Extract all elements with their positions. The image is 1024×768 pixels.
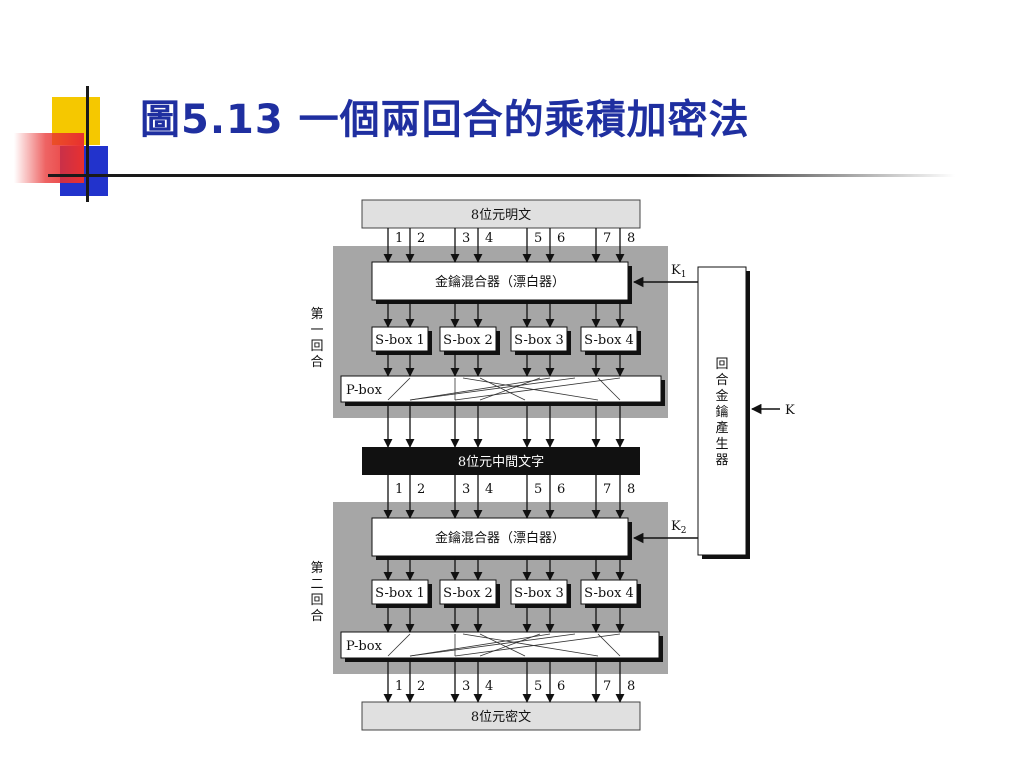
keygen-char: 合 [715, 373, 728, 388]
bit-number-label: 5 [534, 231, 542, 246]
round2-sbox-2-label: S-box 2 [443, 586, 493, 601]
bit-number-label: 2 [417, 482, 425, 497]
keygen-char: 產 [715, 420, 728, 436]
bit-number-label: 7 [603, 482, 611, 497]
intermediate-box [362, 447, 640, 475]
bit-number-label: 3 [462, 231, 470, 246]
round2-sbox-3 [510, 579, 568, 605]
round1-pbox-label: P-box [346, 383, 383, 398]
round2-sbox-2 [439, 579, 497, 605]
round2-sbox-3-label: S-box 3 [514, 586, 564, 601]
keygen-char: 金 [715, 388, 728, 404]
keygen-char: 回 [715, 357, 728, 372]
bit-number-label: 2 [417, 231, 425, 246]
slide-title: 圖5.13 一個兩回合的乘積加密法 [140, 97, 750, 143]
round2-sboxes: S-box 1 S-box 2 S-box 3 S-box 4 [371, 579, 641, 608]
round1-sbox-4 [580, 326, 638, 352]
key-label: K [785, 403, 795, 418]
k1-main: K [671, 263, 681, 278]
key-generator-label: 回 合 金 鑰 產 生 器 [715, 357, 728, 468]
bit-number-label: 7 [603, 231, 611, 246]
bit-number-label: 8 [627, 231, 635, 246]
round1-sbox-1 [371, 326, 429, 352]
k1-label: K1 [671, 263, 686, 280]
round1-sbox-2-label: S-box 2 [443, 333, 493, 348]
round2-pbox [340, 631, 660, 659]
round1-sbox-1-label: S-box 1 [375, 333, 425, 348]
round2-pbox-wires [387, 633, 621, 657]
bit-wires [383, 228, 625, 703]
key-generator-box [697, 266, 747, 556]
round2-char: 二 [310, 577, 323, 592]
round1-char: 回 [310, 339, 323, 354]
round2-mixer-box [371, 517, 629, 557]
round2-sbox-4 [580, 579, 638, 605]
keygen-char: 鑰 [715, 405, 728, 420]
round1-sbox-3 [510, 326, 568, 352]
bit-number-label: 3 [462, 482, 470, 497]
bit-number-label: 3 [462, 679, 470, 694]
round1-char: 合 [310, 355, 323, 370]
keygen-char: 生 [715, 437, 728, 452]
ciphertext-label: 8位元密文 [471, 709, 531, 725]
round1-sbox-2 [439, 326, 497, 352]
round2-pbox-label: P-box [346, 639, 383, 654]
plaintext-label: 8位元明文 [471, 208, 531, 223]
bit-number-label: 4 [485, 482, 493, 497]
round1-char: 第 [310, 307, 323, 322]
k2-label: K2 [671, 519, 686, 536]
plaintext-box [361, 199, 641, 229]
round2-char: 回 [310, 593, 323, 608]
keygen-char: 器 [715, 453, 728, 468]
round1-sbox-4-label: S-box 4 [584, 333, 634, 348]
round2-label: 第 二 回 合 [310, 561, 323, 624]
round1-pbox-wires [387, 377, 621, 401]
bit-number-label: 6 [557, 231, 565, 246]
round1-mixer-box [371, 261, 629, 301]
bit-number-label: 4 [485, 231, 493, 246]
bit-number-label: 6 [557, 679, 565, 694]
round1-sboxes: S-box 1 S-box 2 S-box 3 S-box 4 [371, 326, 641, 355]
round2-sbox-1-label: S-box 1 [375, 586, 425, 601]
round1-char: 一 [310, 323, 323, 338]
round1-label: 第 一 回 合 [310, 307, 323, 370]
bit-number-label: 4 [485, 679, 493, 694]
bit-number-label: 6 [557, 482, 565, 497]
bit-number-label: 1 [395, 231, 403, 246]
title-underline [55, 174, 955, 177]
round2-sbox-4-label: S-box 4 [584, 586, 634, 601]
round2-mixer-label: 金鑰混合器（漂白器） [435, 530, 565, 546]
bit-number-label: 1 [395, 679, 403, 694]
intermediate-label: 8位元中間文字 [458, 455, 544, 470]
round2-char: 合 [310, 609, 323, 624]
round1-mixer-label: 金鑰混合器（漂白器） [435, 274, 565, 290]
bit-number-label: 8 [627, 679, 635, 694]
bit-number-label: 5 [534, 482, 542, 497]
k2-main: K [671, 519, 681, 534]
bit-number-label: 5 [534, 679, 542, 694]
round2-char: 第 [310, 561, 323, 576]
round1-pbox [340, 375, 662, 403]
round1-sbox-3-label: S-box 3 [514, 333, 564, 348]
round2-sbox-1 [371, 579, 429, 605]
bit-number-label: 1 [395, 482, 403, 497]
bit-number-label: 7 [603, 679, 611, 694]
ciphertext-box [361, 701, 641, 731]
deco-vertical-line [86, 86, 89, 202]
k2-subscript: 2 [681, 526, 687, 536]
bit-number-label: 2 [417, 679, 425, 694]
k1-subscript: 1 [681, 270, 687, 280]
bit-number-label: 8 [627, 482, 635, 497]
